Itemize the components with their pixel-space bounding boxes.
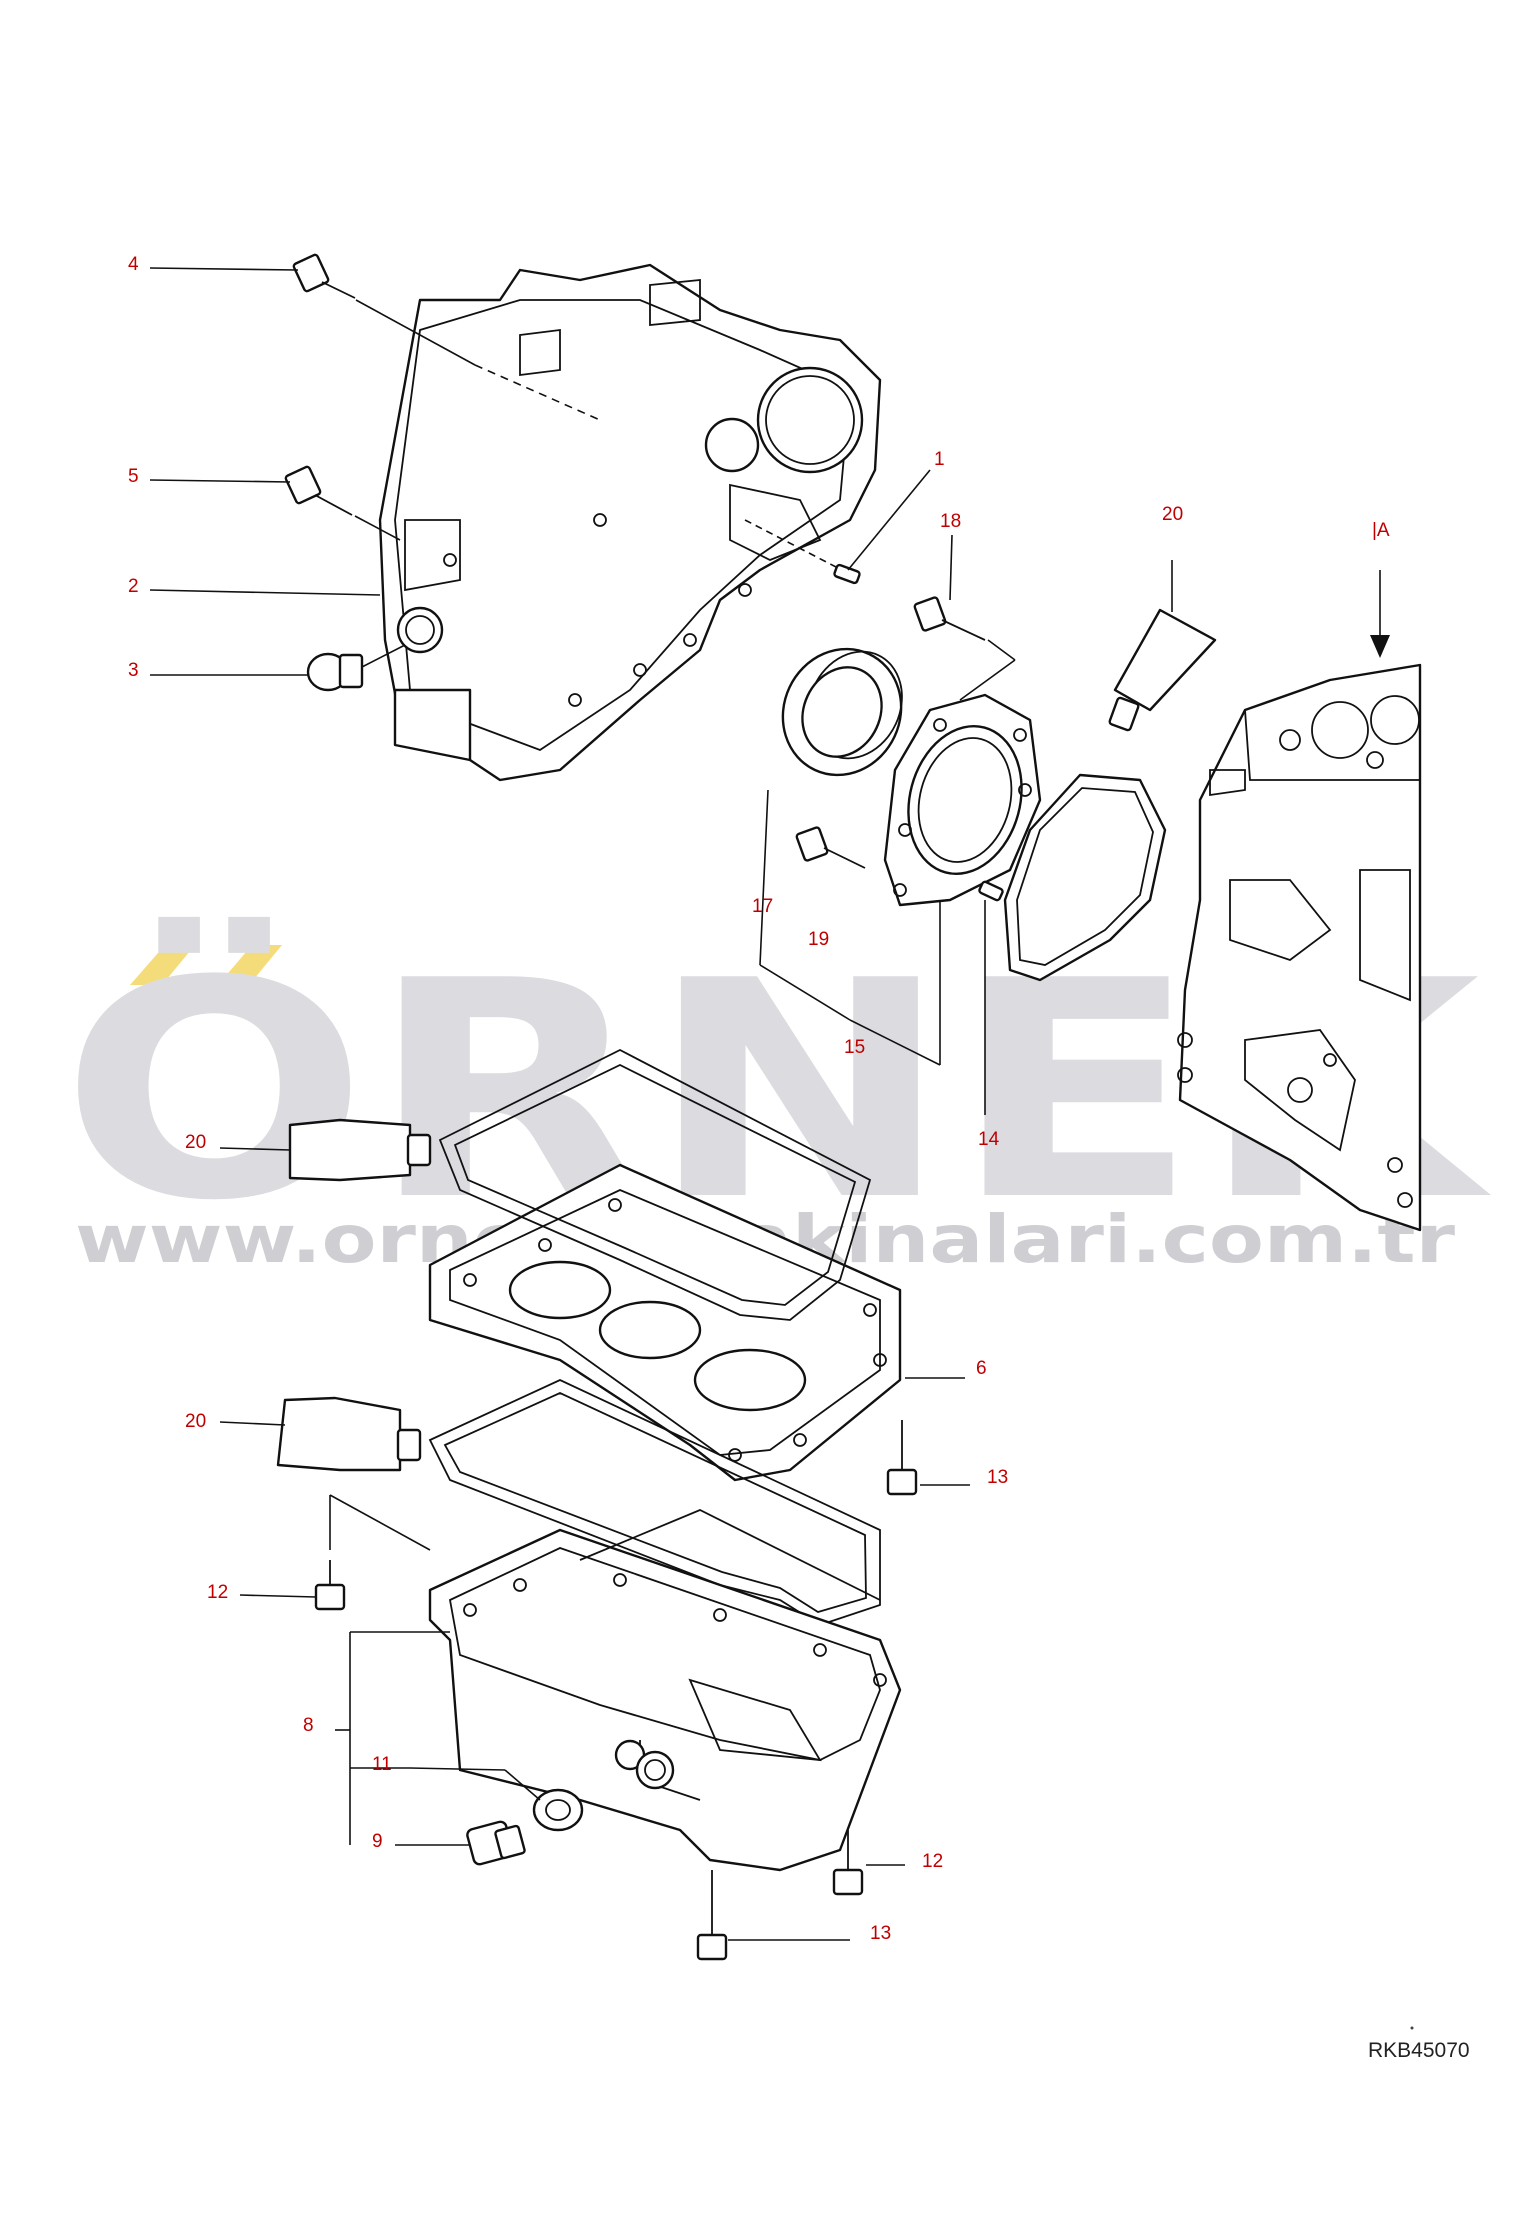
bolt-18 xyxy=(913,596,1016,701)
bolt-4 xyxy=(292,253,601,421)
bolt-13-upper xyxy=(886,1420,970,1496)
callout-20b: 20 xyxy=(185,1132,206,1153)
watermark-umlaut-right xyxy=(218,945,282,985)
callout-18: 18 xyxy=(940,511,961,532)
upper-gasket xyxy=(438,1048,872,1321)
drawing-code: RKB45070 xyxy=(1368,2039,1470,2062)
view-marker-a: |A xyxy=(1372,520,1390,541)
plug-3 xyxy=(306,644,406,692)
callout-4: 4 xyxy=(128,254,139,275)
watermark-umlaut-left xyxy=(130,945,195,985)
bolt-12-right xyxy=(832,1830,905,1896)
oil-seal-case-15 xyxy=(883,693,1042,907)
callout-15: 15 xyxy=(844,1037,865,1058)
callout-2: 2 xyxy=(128,576,139,597)
callout-12a: 12 xyxy=(207,1582,228,1603)
callout-5: 5 xyxy=(128,466,139,487)
oil-seal-17 xyxy=(781,647,903,777)
sealant-tube-20-lower xyxy=(219,1396,422,1472)
bolt-13-bottom xyxy=(696,1870,850,1961)
view-arrow-head xyxy=(1370,635,1390,658)
callout-3: 3 xyxy=(128,660,139,681)
callout-13a: 13 xyxy=(987,1467,1008,1488)
washer-11 xyxy=(409,1767,584,1832)
upper-oil-pan-6 xyxy=(428,1163,965,1482)
callout-17: 17 xyxy=(752,896,773,917)
cylinder-block xyxy=(1177,570,1422,1232)
callout-20c: 20 xyxy=(185,1411,206,1432)
leader-bracket-15 xyxy=(759,789,986,1115)
callout-leaders xyxy=(149,267,953,676)
bolt-19 xyxy=(795,826,866,869)
callout-19: 19 xyxy=(808,929,829,950)
callout-labels: 4 5 2 3 1 18 20 17 19 15 14 20 6 20 13 1… xyxy=(128,254,1390,1944)
dowel-14 xyxy=(978,880,1004,902)
callout-11: 11 xyxy=(372,1754,392,1775)
callout-8: 8 xyxy=(303,1715,314,1736)
oil-pan-8 xyxy=(428,1509,902,1872)
bolt-12-left xyxy=(239,1560,346,1611)
callout-13b: 13 xyxy=(870,1923,891,1944)
callout-12b: 12 xyxy=(922,1851,943,1872)
callout-20a: 20 xyxy=(1162,504,1183,525)
rear-gasket xyxy=(1003,773,1167,982)
callout-9: 9 xyxy=(372,1831,383,1852)
bolt-5 xyxy=(284,465,401,541)
flywheel-housing xyxy=(378,263,882,782)
sealant-tube-20-middle xyxy=(219,1118,432,1182)
callout-14: 14 xyxy=(978,1129,1000,1150)
stray-dot xyxy=(1410,2026,1414,2030)
callout-6: 6 xyxy=(976,1358,987,1379)
callout-1: 1 xyxy=(934,449,945,470)
sealant-tube-20-top xyxy=(1108,560,1217,732)
leader-bracket-8 xyxy=(329,1494,450,1845)
drain-plug-9 xyxy=(395,1820,526,1866)
